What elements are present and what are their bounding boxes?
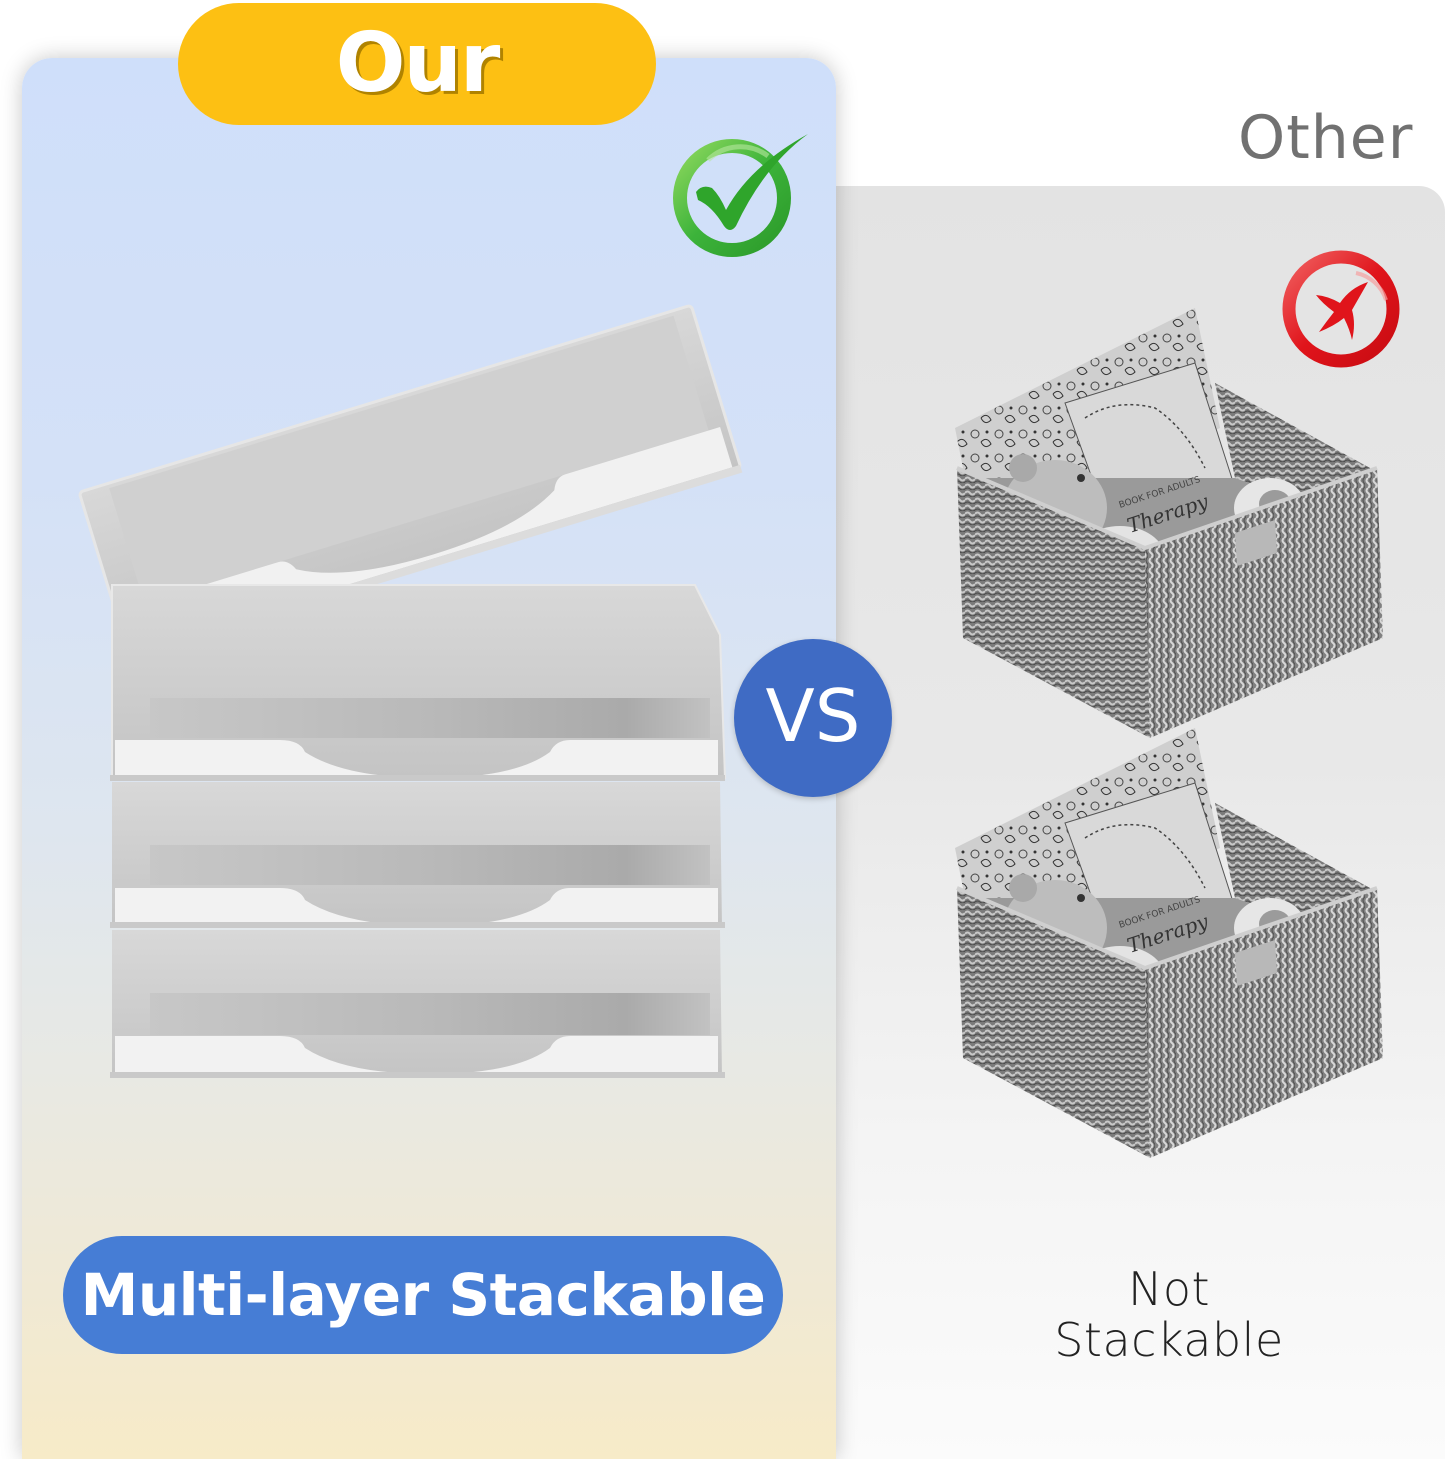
tray-layer: [110, 930, 725, 1078]
our-heading-badge: Our: [178, 3, 656, 125]
multi-layer-stackable-badge: Multi-layer Stackable: [63, 1236, 783, 1354]
other-heading: Other: [1238, 103, 1414, 173]
green-checkmark-icon: [673, 134, 808, 257]
woven-basket-image: BOOK FOR ADULTS Therapy: [955, 728, 1383, 1158]
red-x-icon: [1282, 250, 1400, 368]
vs-badge: VS: [734, 639, 892, 797]
tray-layer: [110, 584, 727, 781]
multi-layer-stackable-label: Multi-layer Stackable: [80, 1261, 766, 1329]
stacked-trays-image: [78, 304, 743, 1078]
not-stackable-label: Not Stackable: [1054, 1262, 1284, 1367]
woven-basket-image: BOOK FOR ADULTS Therapy: [955, 308, 1383, 738]
our-heading: Our: [335, 16, 501, 111]
tray-layer: [110, 782, 725, 928]
vs-label: VS: [765, 674, 861, 758]
